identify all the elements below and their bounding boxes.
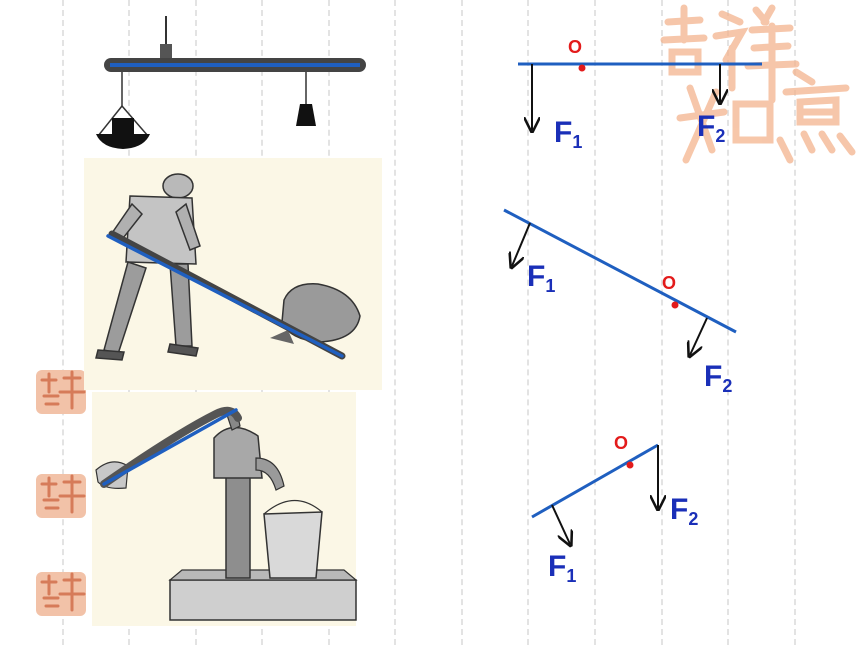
grid-line [394, 0, 396, 645]
pivot-label-2: O [662, 273, 677, 293]
force-subscript: 1 [566, 566, 577, 586]
grid-line [461, 0, 463, 645]
force-label-f2-3: F2 [670, 493, 699, 529]
grid-line [794, 0, 796, 645]
force-arrow-f1-2 [512, 222, 531, 266]
pivot-2 [671, 301, 679, 309]
force-label-f1-1: F1 [554, 116, 583, 152]
grid-line [661, 0, 663, 645]
pivot-1 [578, 64, 586, 72]
grid-line [62, 0, 64, 645]
force-subscript: 2 [688, 509, 699, 529]
force-subscript: 1 [572, 132, 583, 152]
force-letter: F [704, 360, 723, 393]
force-arrow-f2-2 [690, 317, 708, 355]
force-label-f1-3: F1 [548, 550, 577, 586]
force-label-f2-2: F2 [704, 360, 733, 396]
force-letter: F [554, 116, 573, 149]
force-label-f2-1: F2 [697, 110, 726, 146]
force-label-f1-2: F1 [527, 260, 556, 296]
force-letter: F [697, 110, 716, 143]
grid-line [594, 0, 596, 645]
force-arrow-f1-3 [551, 504, 570, 544]
lever-3-long [531, 443, 659, 519]
grid-line [727, 0, 729, 645]
force-letter: F [670, 493, 689, 526]
force-subscript: 1 [545, 276, 556, 296]
force-subscript: 2 [722, 376, 733, 396]
pivot-label-1: O [568, 37, 583, 57]
grid-line [527, 0, 529, 645]
pivot-label-3: O [614, 433, 629, 453]
pivot-3 [626, 461, 634, 469]
force-subscript: 2 [715, 126, 726, 146]
force-letter: F [527, 260, 546, 293]
force-letter: F [548, 550, 567, 583]
lever-2 [503, 208, 737, 334]
